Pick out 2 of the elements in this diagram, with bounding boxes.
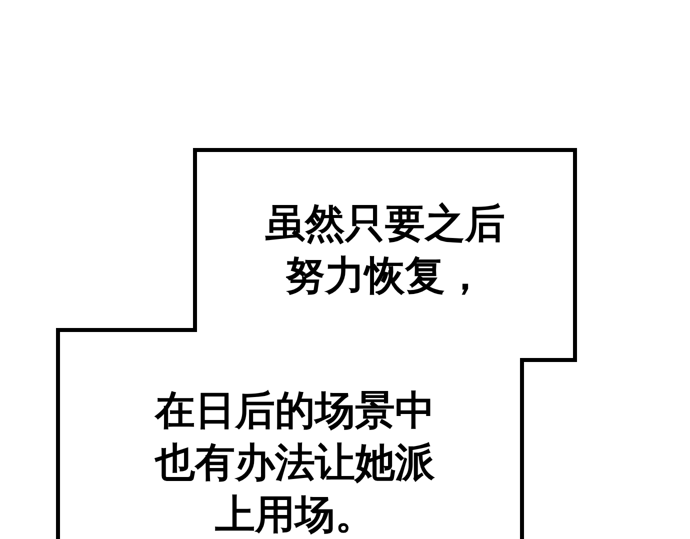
- caption-text: 在日后的场景中也有办法让她派上用场。: [154, 386, 436, 539]
- caption-text: 虽然只要之后努力恢复，: [264, 199, 506, 301]
